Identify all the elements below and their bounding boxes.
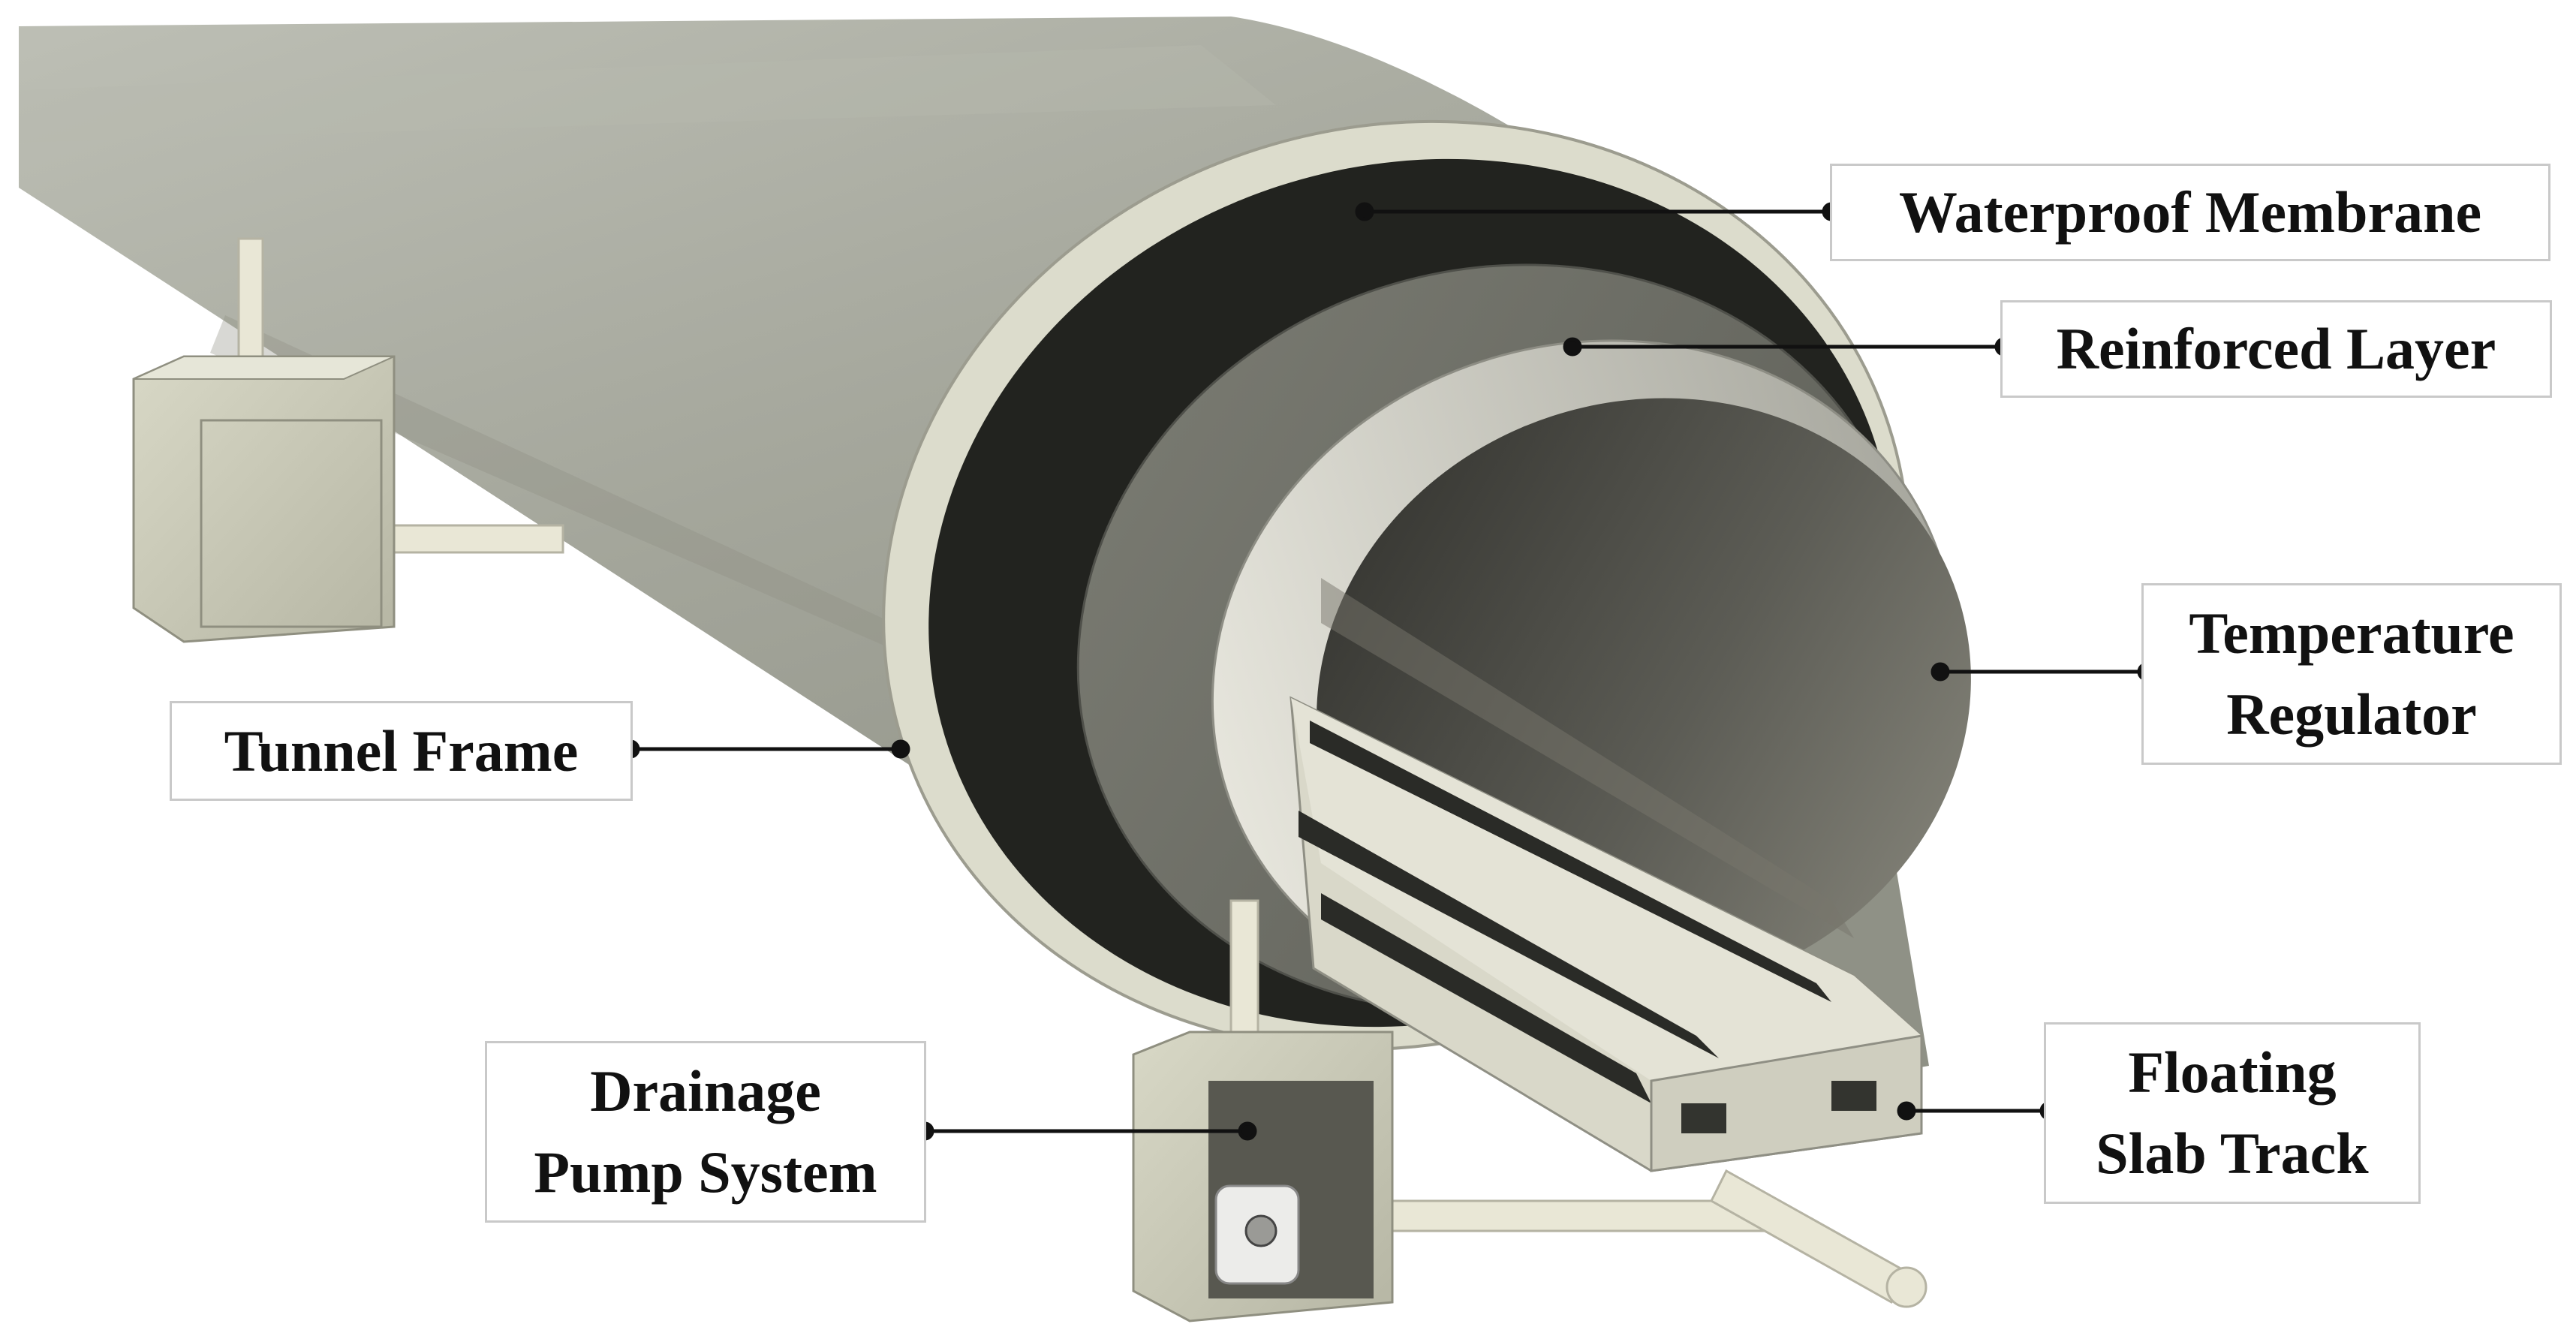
label-reinforced-layer: Reinforced Layer	[2000, 300, 2552, 398]
label-temperature-regulator-line2: Regulator	[2226, 682, 2477, 747]
floating-slab-track	[1290, 696, 1923, 1172]
drainage-pump-system	[1132, 899, 1927, 1322]
label-waterproof-membrane: Waterproof Membrane	[1830, 164, 2550, 261]
upper-drainage-box	[132, 237, 564, 643]
label-temperature-regulator: Temperature Regulator	[2141, 583, 2562, 765]
label-drainage-pump-line2: Pump System	[534, 1139, 877, 1205]
label-floating-slab-line1: Floating	[2128, 1040, 2337, 1105]
label-floating-slab-line2: Slab Track	[2096, 1121, 2369, 1186]
label-drainage-pump-system: Drainage Pump System	[485, 1041, 926, 1223]
label-tunnel-frame: Tunnel Frame	[170, 701, 633, 801]
label-waterproof-membrane-text: Waterproof Membrane	[1898, 179, 2482, 245]
label-tunnel-frame-text: Tunnel Frame	[224, 718, 579, 784]
label-temperature-regulator-line1: Temperature	[2189, 600, 2514, 666]
label-floating-slab-track: Floating Slab Track	[2044, 1022, 2421, 1204]
label-reinforced-layer-text: Reinforced Layer	[2056, 316, 2496, 381]
label-drainage-pump-line1: Drainage	[590, 1058, 821, 1124]
